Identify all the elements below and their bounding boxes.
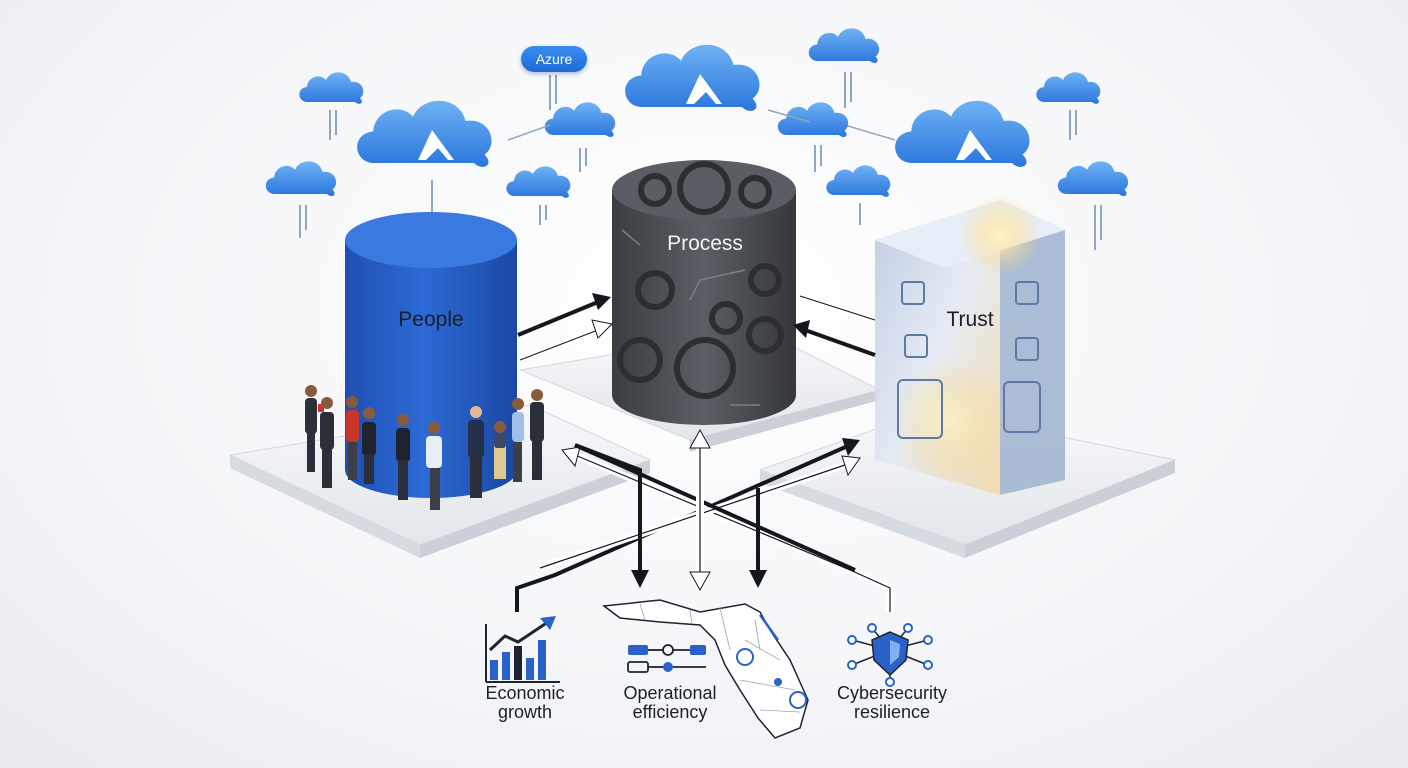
- azure-logo-icon: [418, 130, 454, 160]
- outcome-cyber-line2: resilience: [853, 702, 931, 722]
- chart-growth-icon: [485, 616, 560, 683]
- florida-map-icon: [602, 599, 809, 739]
- outcome-operational-line1: Operational: [623, 683, 717, 703]
- outcome-economic-line2: growth: [497, 702, 553, 722]
- trust-label: Trust: [946, 308, 994, 331]
- outcome-cyber: Cybersecurity resilience: [822, 684, 962, 722]
- cloud-drips: [299, 72, 1102, 250]
- pillar-process: [612, 160, 796, 425]
- outcome-cyber-line1: Cybersecurity: [836, 683, 948, 703]
- gear-icon: [738, 175, 772, 209]
- cloud-small-5: [808, 28, 880, 64]
- pillar-trust: [875, 195, 1065, 495]
- process-label: Process: [667, 232, 743, 255]
- lock-icon: [904, 334, 928, 358]
- lock-icons: [897, 281, 1041, 439]
- azure-logo-icon: [686, 74, 722, 104]
- gear-icon: [709, 301, 743, 335]
- outcome-operational: Operational efficiency: [600, 684, 740, 722]
- lock-icon: [1015, 337, 1039, 361]
- people-figures: [305, 385, 544, 510]
- gear-icons: [617, 161, 784, 399]
- gear-icon: [674, 337, 736, 399]
- cloud-small-2: [265, 161, 337, 197]
- gear-icon: [638, 173, 672, 207]
- outcome-economic-line1: Economic: [485, 683, 565, 703]
- cloud-small-4: [506, 166, 571, 198]
- cloud-small-1: [299, 72, 364, 104]
- people-label: People: [398, 308, 464, 331]
- workflow-icon: [627, 644, 706, 673]
- cloud-small-9: [1057, 161, 1129, 197]
- lock-icon: [901, 281, 925, 305]
- gear-icon: [677, 161, 731, 215]
- cloud-small-7: [826, 165, 891, 197]
- lock-icon: [897, 379, 943, 439]
- outcome-economic: Economic growth: [460, 684, 590, 722]
- lock-icon: [1003, 381, 1041, 433]
- cloud-small-3: [544, 102, 616, 138]
- azure-tag: Azure: [521, 46, 587, 72]
- shield-network-icon: [847, 623, 933, 687]
- flow-arrows: [515, 428, 894, 612]
- azure-logo-icon: [956, 130, 992, 160]
- arrows-trust-process: [793, 293, 876, 357]
- cloud-small-6: [777, 102, 849, 138]
- cloud-small-8: [1036, 72, 1101, 104]
- azure-logo-icons: [418, 74, 992, 160]
- cloud-connectors: [507, 109, 896, 141]
- lock-icon: [1015, 281, 1039, 305]
- gear-icon: [617, 337, 663, 383]
- gear-icon: [748, 263, 782, 297]
- gear-icon: [635, 270, 675, 310]
- outcome-operational-line2: efficiency: [632, 702, 708, 722]
- arrows-people-process: [517, 293, 614, 363]
- gear-icon: [746, 316, 784, 354]
